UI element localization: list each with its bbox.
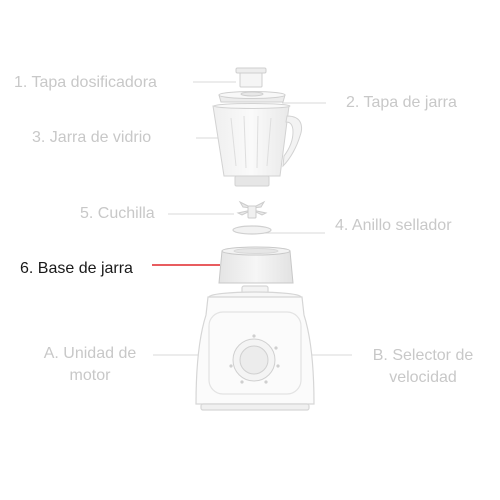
label-cuchilla: 5. Cuchilla xyxy=(80,205,155,222)
selector-velocidad-knob xyxy=(229,334,280,384)
jarra-vidrio-part xyxy=(212,103,302,187)
label-jarra-vidrio: 3. Jarra de vidrio xyxy=(32,129,152,146)
label-unidad-motor-line2: motor xyxy=(69,367,111,384)
label-selector-line2: velocidad xyxy=(389,369,457,386)
anillo-sellador-part xyxy=(232,225,272,235)
tapa-dosificadora-part xyxy=(235,67,267,88)
label-unidad-motor: A. Unidad de motor xyxy=(32,343,148,387)
cuchilla-part xyxy=(236,200,268,219)
tapa-jarra-part xyxy=(218,91,286,103)
label-selector-line1: B. Selector de xyxy=(372,347,474,364)
label-tapa-jarra: 2. Tapa de jarra xyxy=(346,94,457,111)
base-jarra-part xyxy=(218,246,294,284)
label-tapa-dosificadora: 1. Tapa dosificadora xyxy=(14,74,157,91)
label-base-jarra: 6. Base de jarra xyxy=(20,260,133,277)
label-anillo-sellador: 4. Anillo sellador xyxy=(335,217,452,234)
label-unidad-motor-line1: A. Unidad de xyxy=(43,345,137,362)
label-selector-velocidad: B. Selector de velocidad xyxy=(360,345,486,389)
